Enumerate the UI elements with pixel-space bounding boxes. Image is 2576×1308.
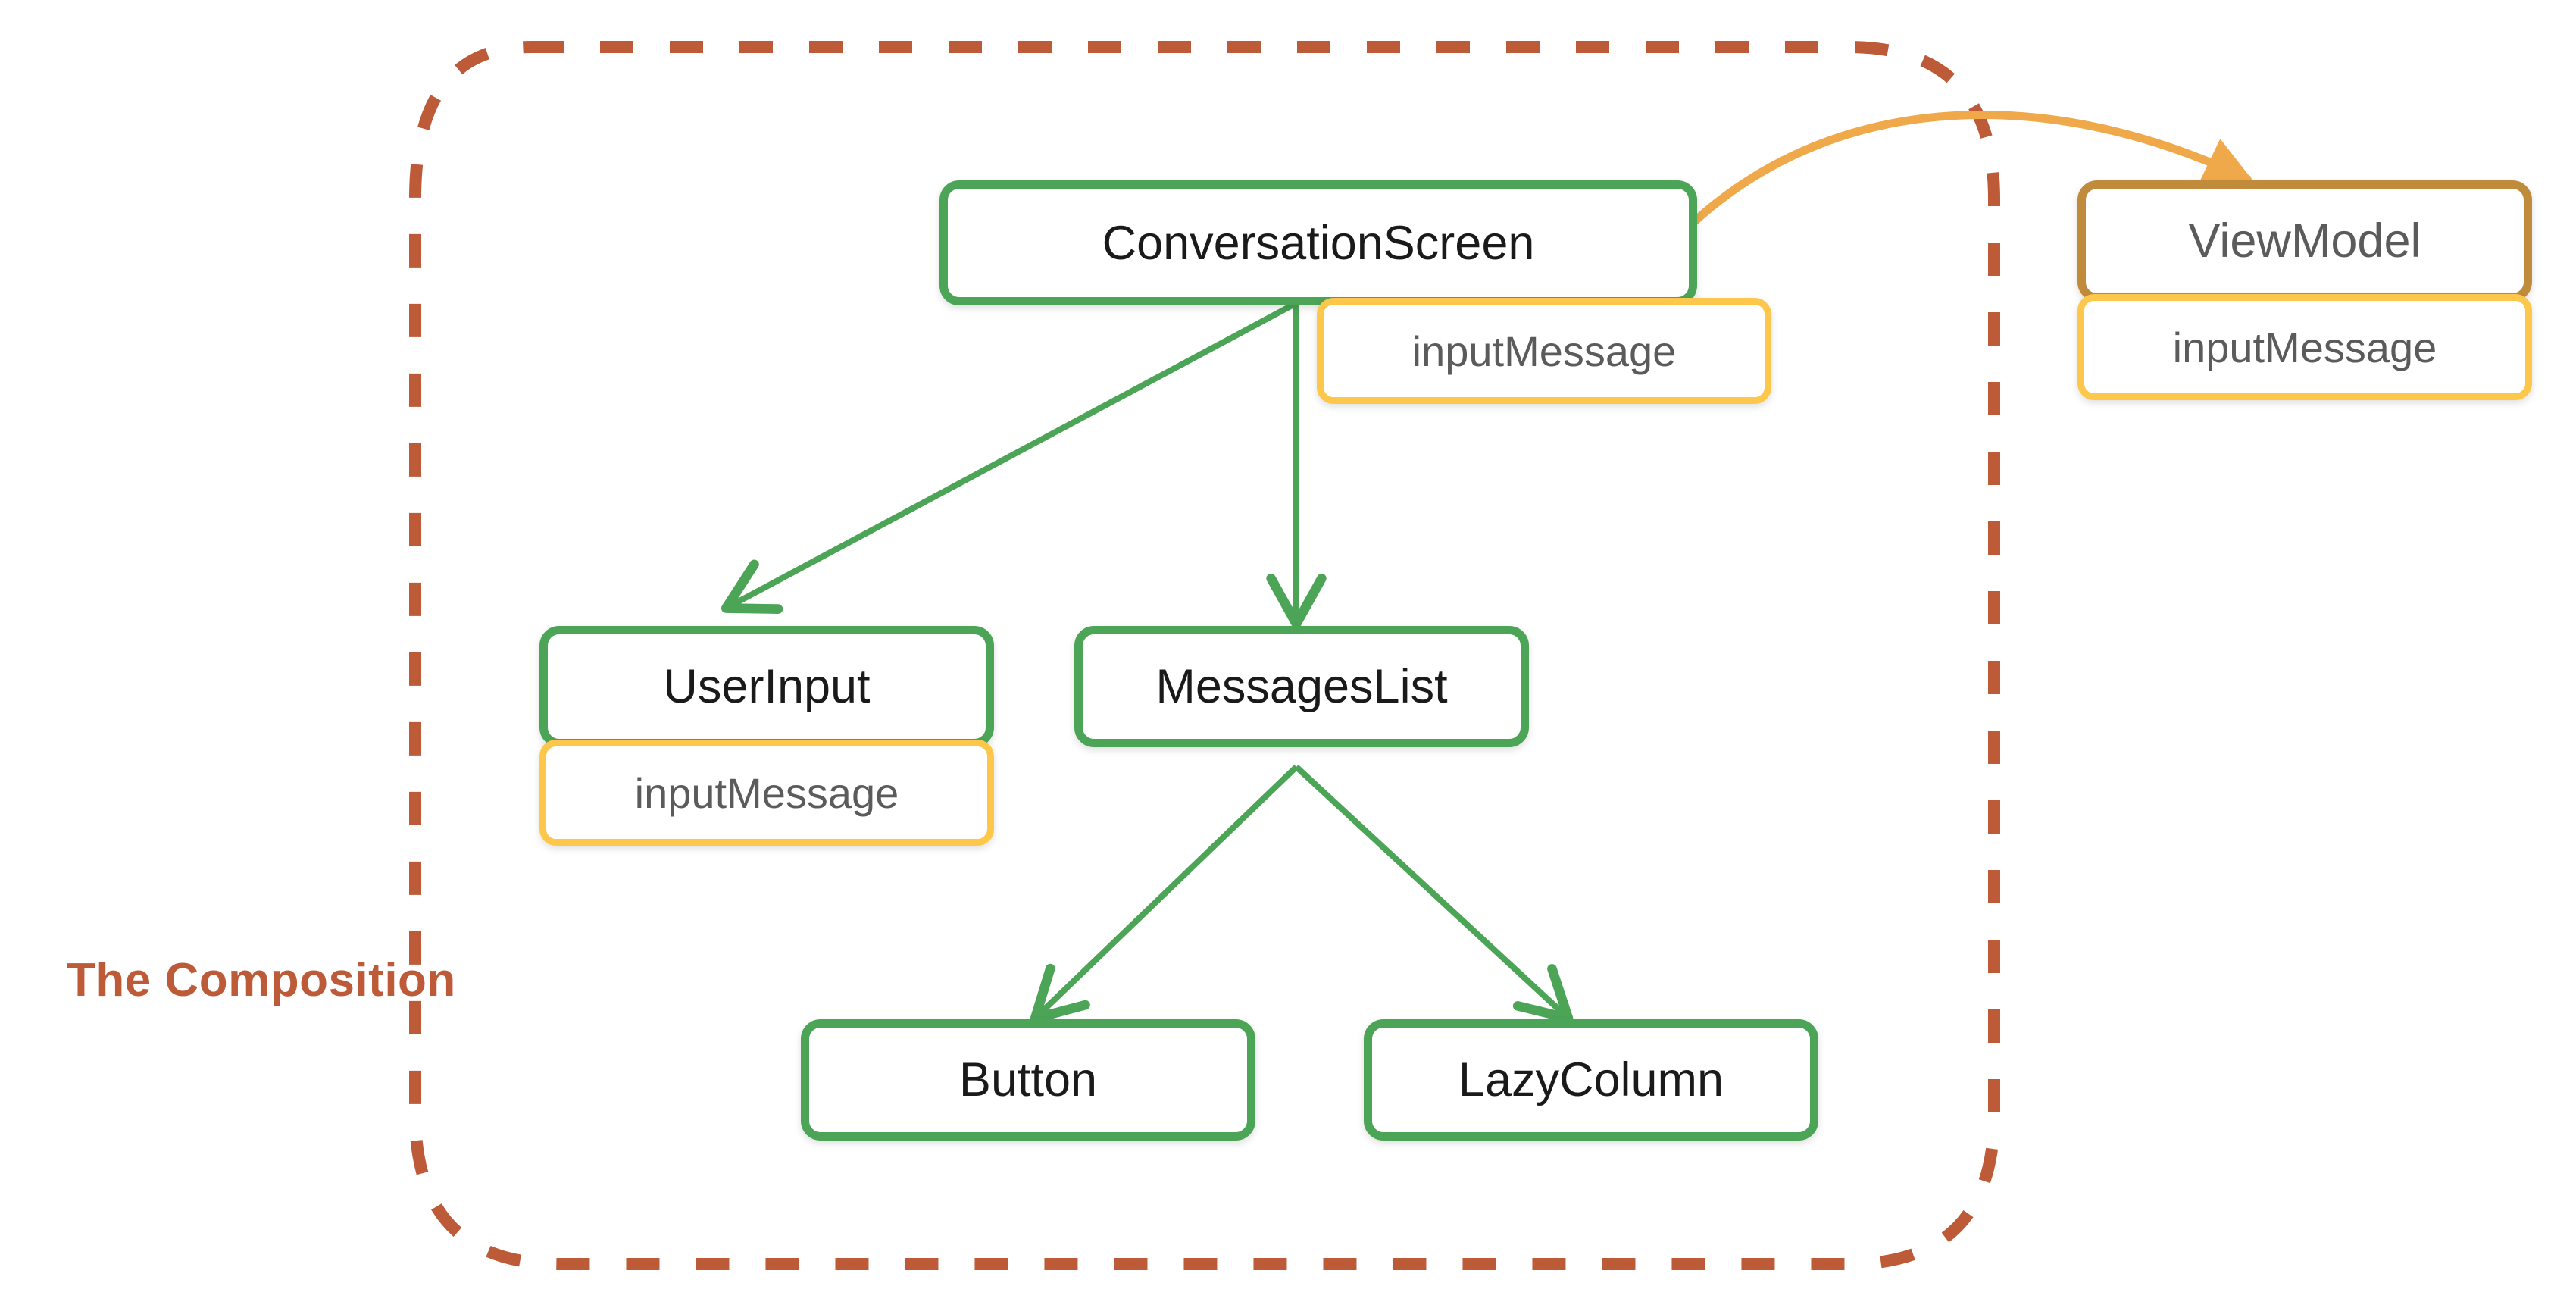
node-messages-list-label: MessagesList bbox=[1155, 660, 1448, 713]
node-conversation-screen-state[interactable]: inputMessage bbox=[1317, 298, 1771, 404]
node-view-model-label: ViewModel bbox=[2188, 214, 2421, 268]
node-user-input[interactable]: UserInput bbox=[539, 626, 994, 747]
node-conversation-screen[interactable]: ConversationScreen bbox=[939, 180, 1697, 305]
node-view-model[interactable]: ViewModel bbox=[2077, 180, 2532, 302]
edge-conversationscreen-userinput bbox=[721, 300, 1298, 614]
node-button-label: Button bbox=[958, 1053, 1098, 1106]
node-view-model-state[interactable]: inputMessage bbox=[2077, 294, 2532, 400]
node-conversation-screen-label: ConversationScreen bbox=[1102, 216, 1535, 270]
node-conversation-screen-state-label: inputMessage bbox=[1411, 327, 1677, 375]
edge-messageslist-button bbox=[1030, 765, 1299, 1024]
node-view-model-state-label: inputMessage bbox=[2172, 323, 2437, 371]
node-messages-list[interactable]: MessagesList bbox=[1074, 626, 1529, 747]
node-button[interactable]: Button bbox=[801, 1019, 1255, 1141]
node-user-input-state[interactable]: inputMessage bbox=[539, 740, 994, 846]
node-lazy-column[interactable]: LazyColumn bbox=[1364, 1019, 1818, 1141]
node-user-input-state-label: inputMessage bbox=[634, 768, 899, 817]
node-lazy-column-label: LazyColumn bbox=[1458, 1053, 1724, 1106]
node-user-input-label: UserInput bbox=[663, 660, 871, 713]
edge-messageslist-lazycolumn bbox=[1294, 765, 1574, 1023]
composition-boundary-label: The Composition bbox=[67, 954, 456, 1006]
